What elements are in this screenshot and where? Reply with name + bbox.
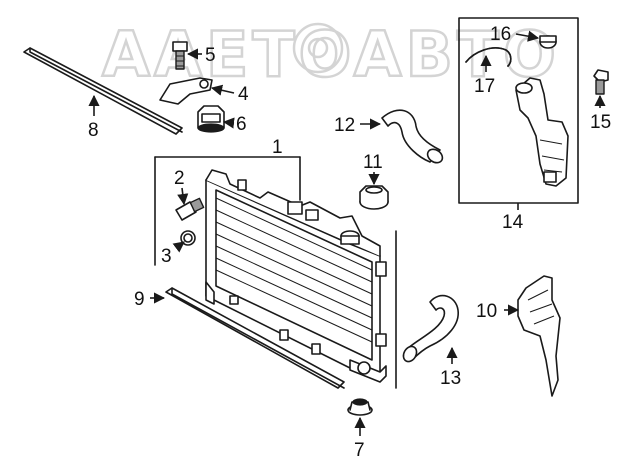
leader-4 [210, 84, 235, 96]
part-17-overflow-hose [465, 47, 512, 67]
part-6-cushion [197, 105, 225, 133]
leader-3 [172, 241, 185, 253]
part-8-seal-strip [23, 47, 183, 135]
part-10-air-guide [517, 275, 561, 397]
callout-17: 17 [474, 76, 495, 97]
leader-lines [88, 30, 606, 436]
part-1-frame [154, 156, 397, 389]
callout-6: 6 [236, 114, 247, 135]
part-2-drain-plug [175, 197, 205, 221]
callout-3: 3 [161, 246, 172, 267]
watermark-gear-icon [292, 22, 344, 74]
callout-10: 10 [476, 301, 497, 322]
callout-9: 9 [134, 289, 145, 310]
callout-5: 5 [205, 45, 216, 66]
part-14-reservoir-tank [515, 77, 569, 187]
callout-15: 15 [590, 112, 611, 133]
callout-2: 2 [174, 168, 185, 189]
part-5-bolt [172, 41, 188, 70]
callout-11: 11 [363, 152, 383, 173]
part-11-radiator-cap [359, 185, 389, 210]
leader-6 [222, 117, 235, 129]
callout-8: 8 [88, 120, 99, 141]
leader-16 [515, 30, 540, 42]
part-15-bolt [593, 69, 609, 95]
callout-16: 16 [490, 24, 511, 45]
part-12-upper-hose [381, 109, 444, 164]
callout-4: 4 [238, 84, 249, 105]
callout-7: 7 [354, 440, 365, 461]
callout-13: 13 [440, 368, 461, 389]
part-13-lower-hose [402, 294, 459, 363]
part-16-reservoir-cap [539, 35, 557, 49]
callout-1: 1 [272, 137, 283, 158]
leader-2 [177, 187, 189, 206]
callout-12: 12 [334, 115, 355, 136]
part-7-lower-cushion [347, 398, 373, 416]
callout-numbers: 1 2 3 4 5 6 7 8 9 10 11 12 13 14 15 16 1… [88, 24, 611, 461]
callout-14: 14 [502, 212, 524, 233]
part-1-radiator [205, 169, 387, 383]
part-9-lower-seal [165, 287, 345, 389]
